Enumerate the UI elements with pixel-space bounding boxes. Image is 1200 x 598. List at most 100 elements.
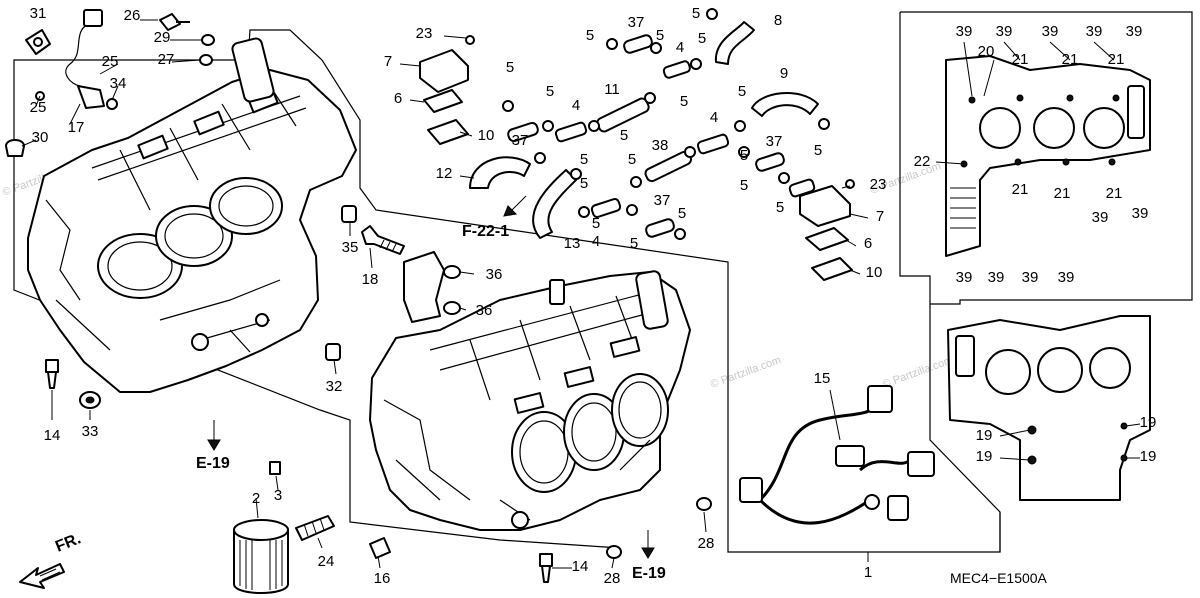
- seal-33-center: [85, 396, 95, 404]
- dowel-32: [325, 343, 341, 361]
- deck-ribs: [429, 291, 661, 401]
- callout-26: 26: [124, 7, 141, 24]
- callout-39: 39: [1132, 205, 1149, 222]
- callout-32: 32: [326, 378, 343, 395]
- watermark: © Partzilla.com: [709, 354, 783, 391]
- callout-36: 36: [476, 302, 493, 319]
- callout-37: 37: [628, 14, 645, 31]
- pipe-4: [590, 198, 622, 218]
- callout-5: 5: [692, 5, 700, 22]
- callout-5: 5: [738, 83, 746, 100]
- lower-crankcase: [369, 270, 691, 531]
- reed-plate-6-left: [423, 89, 463, 113]
- clip: [734, 120, 746, 132]
- callout-5: 5: [586, 27, 594, 44]
- clip: [630, 176, 642, 188]
- watermark: © Partzilla.com: [881, 354, 955, 391]
- callout-21: 21: [1012, 51, 1029, 68]
- gasket-bore: [985, 349, 1031, 395]
- callout-37: 37: [512, 132, 529, 149]
- callout-6: 6: [394, 90, 402, 107]
- callout-24: 24: [318, 553, 335, 570]
- callout-4: 4: [592, 233, 600, 250]
- callout-5: 5: [776, 199, 784, 216]
- callout-17: 17: [68, 119, 85, 136]
- clip: [570, 168, 582, 180]
- sensor-connector: [83, 9, 103, 27]
- bore: [209, 177, 283, 235]
- callout-28: 28: [604, 570, 621, 587]
- harness-connector: [887, 495, 909, 521]
- hose-12: [469, 156, 531, 189]
- callout-19: 19: [976, 448, 993, 465]
- bracket-hole: [33, 37, 43, 47]
- clip: [778, 172, 790, 184]
- callout-8: 8: [774, 12, 782, 29]
- hose-8: [714, 21, 755, 65]
- deck-ribs: [91, 85, 307, 211]
- callout-33: 33: [82, 423, 99, 440]
- callout-3: 3: [274, 487, 282, 504]
- bearing-cap: [403, 251, 445, 323]
- callout-14: 14: [572, 558, 589, 575]
- callout-39: 39: [1042, 23, 1059, 40]
- pipe-37: [645, 218, 675, 238]
- arrow-icon: [207, 439, 221, 451]
- callout-20: 20: [978, 43, 995, 60]
- callout-19: 19: [1140, 414, 1157, 431]
- clip: [534, 152, 546, 164]
- gasket-bore: [1083, 107, 1125, 149]
- callout-4: 4: [572, 97, 580, 114]
- clip: [684, 146, 696, 158]
- casting-detail: [383, 399, 651, 521]
- callout-19: 19: [976, 427, 993, 444]
- callout-5: 5: [740, 147, 748, 164]
- boss: [137, 134, 169, 160]
- hose-13: [532, 169, 577, 239]
- callout-12: 12: [436, 165, 453, 182]
- gasket-outline: [947, 315, 1151, 501]
- callout-39: 39: [988, 269, 1005, 286]
- harness-connector: [867, 385, 893, 413]
- washer-29: [201, 34, 215, 46]
- arrow-icon: [641, 547, 655, 559]
- oil-filter-top: [233, 519, 289, 541]
- callout-25: 25: [30, 99, 47, 116]
- callout-36: 36: [486, 266, 503, 283]
- clip: [644, 92, 656, 104]
- harness-cable: [758, 399, 882, 502]
- gasket-slot: [955, 335, 975, 377]
- dowel-36: [443, 301, 461, 315]
- callout-5: 5: [680, 93, 688, 110]
- wire-harness-15: [739, 385, 935, 525]
- callout-7: 7: [876, 208, 884, 225]
- oil-pressure-switch-14: [539, 553, 553, 583]
- boss: [609, 336, 641, 358]
- bore-inner: [571, 402, 617, 462]
- callout-22: 22: [914, 153, 931, 170]
- mount-lug: [231, 37, 275, 103]
- gasket-dots: [960, 94, 1120, 168]
- ref-f-22-1: F-22-1: [462, 223, 509, 240]
- callout-13: 13: [564, 235, 581, 252]
- upper-crankcase: [27, 37, 357, 393]
- callout-5: 5: [698, 30, 706, 47]
- ref-arrows: [19, 195, 655, 589]
- gasket-outline: [945, 55, 1151, 257]
- reed-cover-7-right: [799, 185, 851, 227]
- callout-9: 9: [780, 65, 788, 82]
- neutral-switch-16: [369, 537, 391, 559]
- washer-28: [606, 545, 622, 559]
- callout-10: 10: [866, 264, 883, 281]
- callout-15: 15: [814, 370, 831, 387]
- harness-connector: [739, 477, 763, 503]
- callout-38: 38: [652, 137, 669, 154]
- callout-21: 21: [1106, 185, 1123, 202]
- callout-27: 27: [158, 51, 175, 68]
- harness-cable: [858, 458, 912, 472]
- pipe-4: [662, 60, 691, 79]
- sensor-wire: [65, 21, 93, 87]
- clip: [542, 120, 554, 132]
- callout-21: 21: [1108, 51, 1125, 68]
